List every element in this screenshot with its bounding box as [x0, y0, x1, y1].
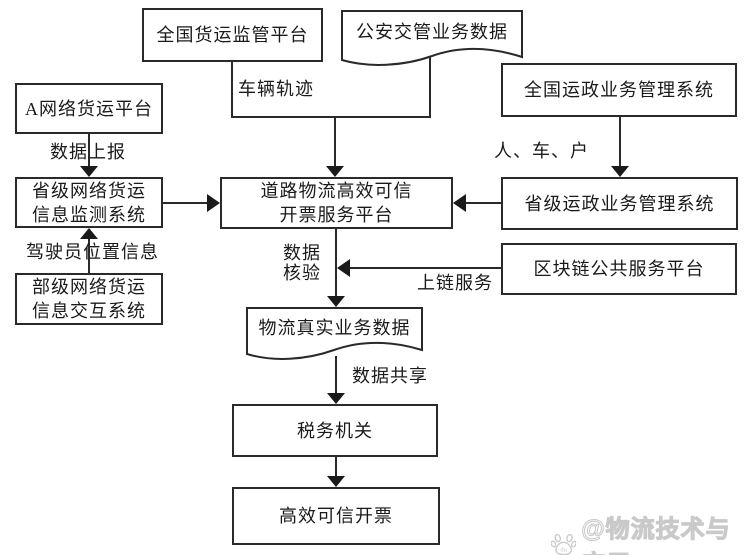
edge-label-chain-service: 上链服务	[417, 273, 493, 293]
baidu-paw-icon: du	[551, 533, 577, 555]
node-logistics-real-data: 物流真实业务数据	[246, 307, 423, 365]
edge-label-data-sharing: 数据共享	[352, 366, 428, 386]
node-label: 省级网络货运 信息监测系统	[32, 180, 146, 225]
edge-label-vehicle-track: 车辆轨迹	[238, 79, 314, 99]
edge-label-data-verification: 数据 核验	[283, 243, 321, 283]
arrowhead-into-provincial-monitor-top	[80, 166, 98, 177]
connector-ministerial-up	[88, 238, 90, 273]
edge-label-data-report: 数据上报	[50, 142, 126, 162]
node-label: 全国运政业务管理系统	[524, 80, 714, 100]
edge-label-person-vehicle-household: 人、车、户	[494, 141, 589, 161]
node-blockchain-platform: 区块链公共服务平台	[501, 243, 737, 295]
connector-transport-to-road	[464, 202, 501, 204]
connector-monitor-to-road	[163, 202, 208, 204]
node-label: 道路物流高效可信 开票服务平台	[260, 181, 413, 225]
connector-road-to-realdata	[335, 229, 337, 297]
edge-label-driver-location: 驾驶员位置信息	[26, 242, 159, 262]
connector-realdata-to-tax	[335, 356, 337, 394]
arrowhead-into-road-logistics-left	[207, 194, 220, 212]
arrowhead-into-provincial-transport-top	[611, 166, 629, 177]
connector-a-network-down	[88, 134, 90, 167]
arrowhead-into-road-logistics-top	[326, 166, 344, 177]
node-label: 税务机关	[297, 420, 373, 441]
node-national-freight-platform: 全国货运监管平台	[142, 8, 323, 62]
node-label: 物流真实业务数据	[258, 318, 411, 338]
document-shape-icon	[341, 10, 523, 66]
connector-tax-to-invoicing	[335, 457, 337, 477]
node-label: 全国货运监管平台	[156, 25, 309, 45]
arrowhead-into-tax-top	[327, 393, 345, 404]
node-provincial-network-monitor: 省级网络货运 信息监测系统	[15, 177, 163, 228]
svg-text:du: du	[560, 548, 567, 554]
node-police-traffic-data: 公安交管业务数据	[341, 10, 523, 72]
node-a-network-platform: A网络货运平台	[15, 83, 163, 134]
arrowhead-blockchain-junction	[337, 259, 350, 277]
node-road-logistics-platform: 道路物流高效可信 开票服务平台	[220, 177, 453, 229]
connector-police-data-down	[429, 52, 431, 117]
connector-national-transport-down	[619, 117, 621, 167]
node-provincial-transport-system: 省级运政业务管理系统	[501, 177, 738, 230]
arrowhead-into-provincial-monitor-bottom	[80, 228, 98, 239]
node-ministerial-exchange-system: 部级网络货运 信息交互系统	[15, 273, 163, 325]
connector-blockchain-left	[349, 267, 501, 269]
node-label: 省级运政业务管理系统	[524, 193, 715, 214]
node-label: 部级网络货运 信息交互系统	[32, 277, 146, 321]
node-label: 高效可信开票	[279, 506, 393, 526]
connector-national-freight-down	[231, 62, 233, 117]
connector-elbow-down	[334, 117, 336, 167]
node-national-transport-system: 全国运政业务管理系统	[501, 63, 737, 117]
arrowhead-into-road-logistics-right	[453, 194, 466, 212]
node-trusted-invoicing: 高效可信开票	[232, 487, 440, 545]
watermark: du @物流技术与应用	[551, 509, 749, 555]
connector-elbow-horizontal	[231, 116, 431, 118]
arrowhead-into-invoicing-top	[327, 476, 345, 487]
watermark-text: @物流技术与应用	[581, 516, 731, 555]
node-label: 区块链公共服务平台	[533, 259, 705, 279]
node-label: 公安交管业务数据	[356, 22, 508, 42]
node-tax-authority: 税务机关	[232, 404, 438, 457]
arrowhead-into-realdata-top	[327, 296, 345, 307]
document-shape-icon	[246, 307, 423, 360]
node-label: A网络货运平台	[25, 98, 153, 119]
